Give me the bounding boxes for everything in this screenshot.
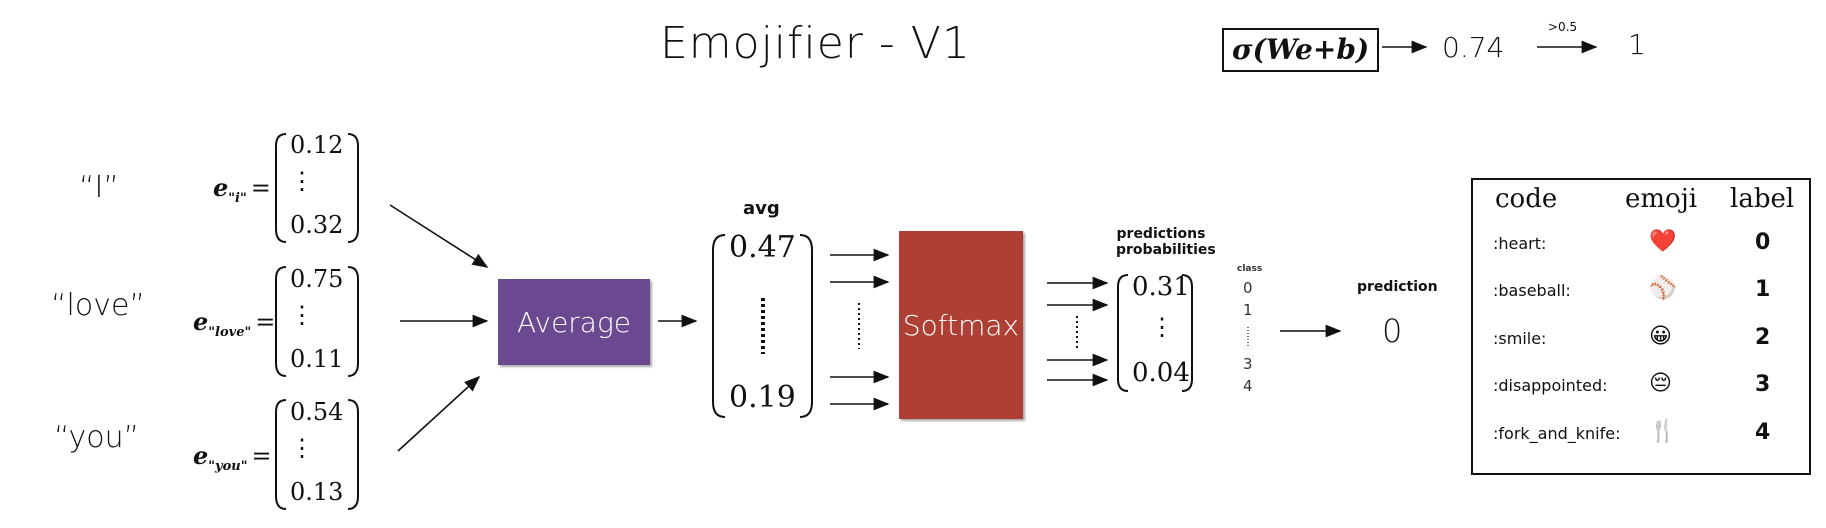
embedding-love-vdots: ⋮ bbox=[290, 301, 314, 329]
prediction-value: 0 bbox=[1382, 312, 1403, 350]
class-title: class bbox=[1237, 264, 1263, 274]
word-you: “you” bbox=[54, 420, 140, 455]
mat-i-left bbox=[275, 133, 287, 243]
table-row-label: 1 bbox=[1755, 277, 1771, 302]
embedding-you-v1: 0.54 bbox=[290, 398, 344, 426]
baseball-icon: ⚾ bbox=[1649, 276, 1677, 301]
embedding-love-v2: 0.11 bbox=[290, 345, 344, 373]
table-row-code: :heart: bbox=[1493, 234, 1547, 253]
table-row-code: :smile: bbox=[1493, 329, 1547, 348]
table-header-emoji: emoji bbox=[1625, 184, 1698, 214]
avg-right-bracket bbox=[799, 234, 813, 418]
arrow-i-to-average bbox=[389, 204, 489, 268]
prob-v2: 0.04 bbox=[1132, 358, 1190, 388]
page-title: Emojifier - V1 bbox=[660, 18, 971, 69]
emoji-table: code emoji label :heart: ❤️ 0 :baseball:… bbox=[1471, 178, 1811, 475]
table-row-code: :baseball: bbox=[1493, 281, 1571, 300]
disappointed-icon: 😔 bbox=[1649, 371, 1672, 396]
table-row-code: :disappointed: bbox=[1493, 376, 1608, 395]
probabilities-label: probabilities bbox=[1116, 242, 1216, 258]
table-row-label: 2 bbox=[1755, 325, 1771, 350]
avg-left-bracket bbox=[712, 234, 726, 418]
prob-v1: 0.31 bbox=[1132, 272, 1190, 302]
table-header-label: label bbox=[1730, 184, 1795, 214]
heart-icon: ❤️ bbox=[1649, 229, 1677, 254]
class-0: 0 bbox=[1243, 279, 1253, 297]
table-header-code: code bbox=[1495, 184, 1558, 214]
predictions-label: predictions bbox=[1116, 226, 1206, 242]
embedding-i-label: e"i"= bbox=[213, 173, 271, 206]
embedding-you-label: e"you"= bbox=[193, 441, 272, 474]
word-i: “I” bbox=[79, 170, 119, 205]
mat-love-left bbox=[275, 266, 287, 377]
table-row-label: 0 bbox=[1755, 230, 1771, 255]
class-4: 4 bbox=[1243, 377, 1253, 395]
class-1: 1 bbox=[1243, 301, 1253, 319]
embedding-i-v1: 0.12 bbox=[290, 131, 344, 159]
threshold-label: >0.5 bbox=[1548, 20, 1578, 34]
word-love: “love” bbox=[51, 288, 145, 323]
avg-label: avg bbox=[743, 198, 780, 219]
embedding-you-v2: 0.13 bbox=[290, 478, 344, 506]
embedding-love-label: e"love"= bbox=[193, 307, 276, 340]
avg-v1: 0.47 bbox=[729, 230, 796, 265]
mat-love-right bbox=[347, 266, 359, 377]
embedding-you-vdots: ⋮ bbox=[290, 434, 314, 462]
class-3: 3 bbox=[1243, 355, 1253, 373]
embedding-i-vdots: ⋮ bbox=[290, 167, 314, 195]
embedding-i-v2: 0.32 bbox=[290, 211, 344, 239]
prediction-label: prediction bbox=[1357, 279, 1438, 295]
predictions-probabilities-label: predictions probabilities bbox=[1116, 226, 1216, 258]
mat-you-left bbox=[275, 399, 287, 510]
threshold-output: 1 bbox=[1628, 28, 1646, 61]
average-box: Average bbox=[498, 279, 650, 365]
prob-vdots: ⋮ bbox=[1150, 313, 1174, 341]
arrow-you-to-average bbox=[397, 375, 481, 452]
sigmoid-value: 0.74 bbox=[1442, 31, 1505, 64]
fork-and-knife-icon: 🍴 bbox=[1649, 419, 1677, 444]
avg-v2: 0.19 bbox=[729, 380, 796, 415]
prob-right-bracket bbox=[1181, 274, 1193, 392]
prob-left-bracket bbox=[1117, 274, 1129, 392]
mat-you-right bbox=[347, 399, 359, 510]
softmax-box: Softmax bbox=[899, 231, 1023, 419]
table-row-label: 3 bbox=[1755, 372, 1771, 397]
table-row-code: :fork_and_knife: bbox=[1493, 424, 1621, 443]
smile-icon: 😀 bbox=[1649, 324, 1672, 349]
sigmoid-formula: σ(We+b) bbox=[1222, 28, 1380, 72]
mat-i-right bbox=[347, 133, 359, 243]
embedding-love-v1: 0.75 bbox=[290, 265, 344, 293]
table-row-label: 4 bbox=[1755, 420, 1771, 445]
